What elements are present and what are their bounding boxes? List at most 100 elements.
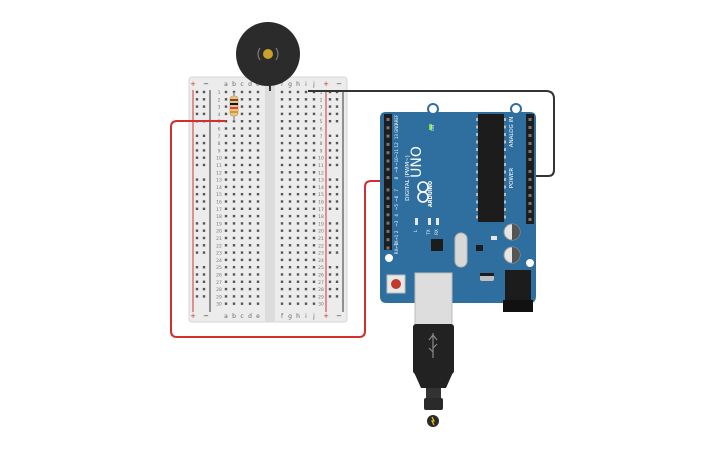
breadboard-hole[interactable] xyxy=(240,200,244,203)
breadboard-hole[interactable] xyxy=(224,141,228,145)
breadboard-hole[interactable] xyxy=(202,207,206,210)
breadboard-hole[interactable] xyxy=(312,98,316,101)
breadboard-hole[interactable] xyxy=(335,200,339,203)
breadboard-hole[interactable] xyxy=(224,178,228,181)
breadboard-hole[interactable] xyxy=(328,251,332,254)
breadboard-hole[interactable] xyxy=(240,229,244,232)
breadboard-hole[interactable] xyxy=(224,251,228,254)
breadboard-hole[interactable] xyxy=(280,295,284,298)
breadboard-hole[interactable] xyxy=(232,258,236,262)
breadboard-hole[interactable] xyxy=(296,171,300,174)
breadboard-holes[interactable] xyxy=(195,90,339,305)
breadboard-hole[interactable] xyxy=(288,280,292,283)
breadboard-hole[interactable] xyxy=(256,266,260,269)
breadboard-hole[interactable] xyxy=(304,120,308,123)
breadboard-hole[interactable] xyxy=(195,185,199,189)
breadboard-hole[interactable] xyxy=(224,185,228,189)
analog-pin-holes[interactable] xyxy=(528,118,532,221)
signal-wire-red[interactable] xyxy=(170,120,392,338)
breadboard-hole[interactable] xyxy=(224,244,228,247)
breadboard-hole[interactable] xyxy=(328,112,332,116)
breadboard-hole[interactable] xyxy=(240,112,244,116)
breadboard-hole[interactable] xyxy=(224,171,228,174)
breadboard-hole[interactable] xyxy=(304,207,308,210)
breadboard-hole[interactable] xyxy=(280,280,284,283)
breadboard-hole[interactable] xyxy=(296,163,300,167)
breadboard-hole[interactable] xyxy=(195,287,199,291)
breadboard-hole[interactable] xyxy=(248,149,252,152)
breadboard-hole[interactable] xyxy=(328,280,332,283)
reset-button-cap[interactable] xyxy=(391,279,401,289)
breadboard-hole[interactable] xyxy=(304,251,308,254)
breadboard-hole[interactable] xyxy=(335,193,339,196)
analog-power-pin[interactable] xyxy=(528,118,532,121)
breadboard-hole[interactable] xyxy=(288,163,292,167)
breadboard-hole[interactable] xyxy=(240,302,244,305)
breadboard-hole[interactable] xyxy=(202,287,206,291)
breadboard-hole[interactable] xyxy=(335,149,339,152)
breadboard-hole[interactable] xyxy=(248,141,252,145)
digital-pin[interactable] xyxy=(386,196,390,200)
breadboard-hole[interactable] xyxy=(312,295,316,298)
breadboard-hole[interactable] xyxy=(224,98,228,101)
breadboard-hole[interactable] xyxy=(224,105,228,108)
breadboard-hole[interactable] xyxy=(232,280,236,283)
breadboard-hole[interactable] xyxy=(195,163,199,167)
breadboard-hole[interactable] xyxy=(195,156,199,159)
analog-power-pin[interactable] xyxy=(528,202,532,205)
breadboard-hole[interactable] xyxy=(296,105,300,108)
breadboard-hole[interactable] xyxy=(248,258,252,262)
breadboard-hole[interactable] xyxy=(312,178,316,181)
breadboard-hole[interactable] xyxy=(232,222,236,225)
breadboard-hole[interactable] xyxy=(288,236,292,240)
breadboard-hole[interactable] xyxy=(288,200,292,203)
breadboard-hole[interactable] xyxy=(312,236,316,240)
breadboard-hole[interactable] xyxy=(312,127,316,130)
breadboard-hole[interactable] xyxy=(296,200,300,203)
breadboard-hole[interactable] xyxy=(256,200,260,203)
breadboard-hole[interactable] xyxy=(256,207,260,210)
analog-power-pin[interactable] xyxy=(528,126,532,129)
breadboard-hole[interactable] xyxy=(248,229,252,232)
breadboard-hole[interactable] xyxy=(240,178,244,181)
breadboard-hole[interactable] xyxy=(248,112,252,116)
breadboard-hole[interactable] xyxy=(195,105,199,108)
breadboard-hole[interactable] xyxy=(335,244,339,247)
breadboard-hole[interactable] xyxy=(224,214,228,218)
breadboard-hole[interactable] xyxy=(248,214,252,218)
digital-header[interactable] xyxy=(384,114,392,250)
breadboard-hole[interactable] xyxy=(202,251,206,254)
breadboard-hole[interactable] xyxy=(296,302,300,305)
breadboard-hole[interactable] xyxy=(328,236,332,240)
breadboard-hole[interactable] xyxy=(232,163,236,167)
breadboard-hole[interactable] xyxy=(288,244,292,247)
breadboard-hole[interactable] xyxy=(256,163,260,167)
breadboard-hole[interactable] xyxy=(224,295,228,298)
breadboard-hole[interactable] xyxy=(328,178,332,181)
breadboard-hole[interactable] xyxy=(195,200,199,203)
breadboard-hole[interactable] xyxy=(296,258,300,262)
breadboard-hole[interactable] xyxy=(202,229,206,232)
breadboard-hole[interactable] xyxy=(296,193,300,196)
breadboard-hole[interactable] xyxy=(328,244,332,247)
breadboard-hole[interactable] xyxy=(232,244,236,247)
breadboard-hole[interactable] xyxy=(288,214,292,218)
breadboard-hole[interactable] xyxy=(224,156,228,159)
breadboard-hole[interactable] xyxy=(280,141,284,145)
breadboard-hole[interactable] xyxy=(335,273,339,276)
breadboard-hole[interactable] xyxy=(240,134,244,137)
breadboard-hole[interactable] xyxy=(304,244,308,247)
breadboard-hole[interactable] xyxy=(224,229,228,232)
breadboard-hole[interactable] xyxy=(224,149,228,152)
breadboard-hole[interactable] xyxy=(288,98,292,101)
breadboard-hole[interactable] xyxy=(304,90,308,94)
breadboard-hole[interactable] xyxy=(202,90,206,94)
breadboard-hole[interactable] xyxy=(224,134,228,137)
analog-power-pin[interactable] xyxy=(528,194,532,197)
breadboard-hole[interactable] xyxy=(304,185,308,189)
breadboard-hole[interactable] xyxy=(312,207,316,210)
breadboard-hole[interactable] xyxy=(240,141,244,145)
breadboard-hole[interactable] xyxy=(248,163,252,167)
breadboard-hole[interactable] xyxy=(328,266,332,269)
